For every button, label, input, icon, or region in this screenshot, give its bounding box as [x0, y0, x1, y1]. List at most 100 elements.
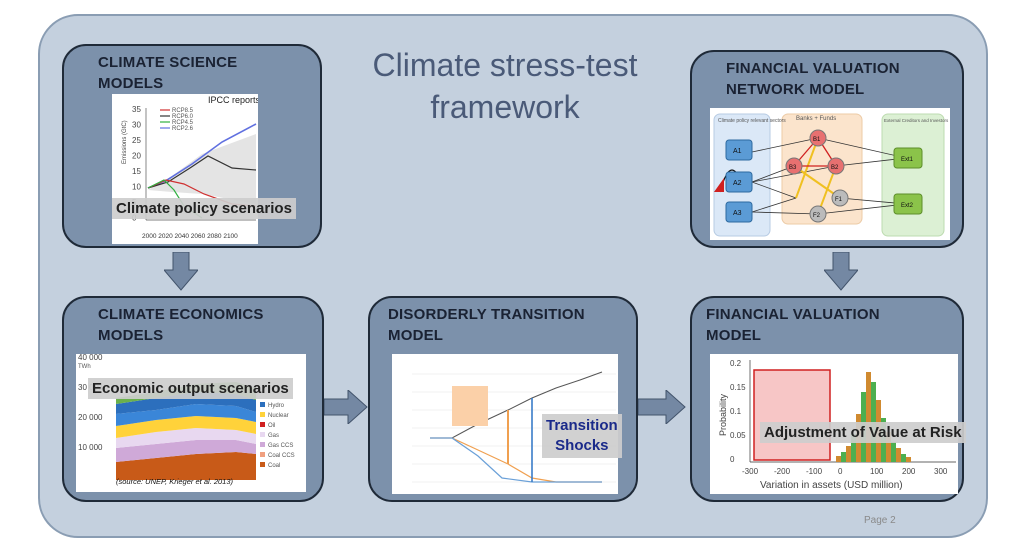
economics-ylabel: TWh	[78, 364, 91, 370]
climate-science-title: CLIMATE SCIENCE MODELS	[98, 54, 238, 92]
bank-node	[831, 189, 849, 207]
sector-node	[725, 139, 753, 161]
value-at-risk-caption: Adjustment of Value at Risk	[760, 422, 966, 443]
emissions-ytick: 15	[132, 167, 141, 176]
emissions-chart-panel: IPCC reports 35302520151050 RCP8.5RCP6.0…	[112, 94, 258, 244]
page-title: Climate stress-test framework	[372, 47, 638, 125]
network-col2-label: Banks + Funds	[796, 116, 836, 122]
valuation-xtick: 0	[838, 467, 843, 476]
emissions-legend-label: RCP4.5	[172, 120, 194, 126]
transition-title: DISORDERLY TRANSITION MODEL	[388, 306, 585, 344]
economics-legend-label: Gas	[268, 433, 279, 439]
arrow-down-right	[824, 252, 858, 291]
valuation-ytick: 0.1	[730, 407, 742, 416]
emissions-xticks: 2000 2020 2040 2060 2080 2100	[142, 233, 238, 240]
transition-box: DISORDERLY TRANSITION MODEL Transition S…	[368, 296, 638, 502]
histogram-bar	[836, 456, 841, 462]
economics-ytick: 40 000	[78, 354, 103, 362]
emissions-ytick: 10	[132, 183, 141, 192]
external-node	[893, 147, 923, 169]
valuation-box: FINANCIAL VALUATION MODEL 0.2 0.15 0.1 0.05…	[690, 296, 966, 502]
valuation-xtick: 300	[934, 467, 948, 476]
histogram-bar	[906, 457, 911, 462]
bank-node	[785, 157, 803, 175]
emissions-ytick: 30	[132, 121, 141, 130]
emissions-ytick: 25	[132, 136, 141, 145]
economics-legend-label: Nuclear	[268, 413, 289, 419]
histogram-bar	[841, 452, 846, 462]
arrow-right-left	[324, 390, 368, 424]
histogram-bar	[846, 446, 851, 462]
valuation-xtick: -200	[774, 467, 791, 476]
valuation-title: FINANCIAL VALUATION MODEL	[706, 306, 880, 344]
arrow-right-mid	[638, 390, 686, 424]
network-col1-label: Climate policy relevant sectors	[718, 118, 786, 124]
economics-ytick: 10 000	[78, 443, 103, 452]
valuation-ytick: 0	[730, 455, 735, 464]
emissions-ytick: 20	[132, 152, 141, 161]
economics-legend-label: Coal	[268, 463, 280, 469]
arrow-down-left	[164, 252, 198, 291]
economics-title: CLIMATE ECONOMICS MODELS	[98, 306, 264, 344]
economics-legend-swatch	[260, 402, 265, 407]
economics-legend-swatch	[260, 412, 265, 417]
economic-output-caption: Economic output scenarios	[88, 378, 293, 399]
valuation-ytick: 0.2	[730, 359, 742, 368]
bank-node	[809, 129, 827, 147]
network-diagram: Climate policy relevant sectors Banks + …	[713, 113, 949, 237]
emissions-legend-label: RCP6.0	[172, 114, 194, 120]
economics-legend-swatch	[260, 422, 265, 427]
emissions-ylabel: Emissions (GtC)	[122, 120, 128, 164]
valuation-ytick: 0.05	[730, 431, 746, 440]
economics-ytick: 20 000	[78, 413, 103, 422]
external-node-label: Ext1	[901, 157, 914, 163]
economics-legend-swatch	[260, 462, 265, 467]
climate-policy-caption: Climate policy scenarios	[112, 198, 296, 219]
economics-legend-swatch	[260, 432, 265, 437]
histogram-bar	[896, 448, 901, 462]
network-panel: Climate policy relevant sectors Banks + …	[710, 108, 950, 240]
sector-node-label: A3	[733, 210, 742, 217]
histogram-bar	[866, 372, 871, 462]
emissions-legend-label: RCP8.5	[172, 108, 194, 114]
valuation-xtick: -300	[742, 467, 759, 476]
economics-legend-label: Oil	[268, 423, 275, 429]
sector-node-label: A1	[733, 148, 742, 155]
economics-source: (source: UNEP, Krieger et al. 2013)	[116, 477, 234, 486]
bank-node-label: F2	[813, 213, 821, 219]
network-model-box: FINANCIAL VALUATION NETWORK MODEL Climat…	[690, 50, 964, 248]
climate-science-box: CLIMATE SCIENCE MODELS IPCC reports 35 30…	[62, 44, 322, 248]
network-model-title: FINANCIAL VALUATION NETWORK MODEL	[726, 60, 900, 98]
emissions-legend-label: RCP2.6	[172, 126, 194, 132]
histogram-bar	[886, 432, 891, 462]
valuation-xlabel: Variation in assets (USD million)	[760, 480, 903, 491]
histogram-bar	[901, 454, 906, 462]
valuation-xtick: -100	[806, 467, 823, 476]
economics-legend-swatch	[260, 442, 265, 447]
sector-node	[725, 201, 753, 223]
valuation-xtick: 100	[870, 467, 884, 476]
external-node	[893, 193, 923, 215]
sector-node	[725, 171, 753, 193]
bank-node	[809, 205, 827, 223]
sector-node-label: A2	[733, 180, 742, 187]
page-number: Page 2	[864, 515, 896, 526]
network-col3-label: External Creditors and Investors	[884, 118, 949, 123]
valuation-xtick: 200	[902, 467, 916, 476]
emissions-chart: IPCC reports 35302520151050 RCP8.5RCP6.0…	[122, 95, 258, 240]
valuation-ytick: 0.15	[730, 383, 746, 392]
ipcc-label: IPCC reports	[208, 95, 258, 105]
bank-node-label: B2	[831, 165, 839, 171]
bank-node-label: B1	[813, 137, 821, 143]
valuation-ylabel: Probability	[718, 393, 728, 436]
economics-legend-label: Hydro	[268, 403, 285, 409]
economics-legend-label: Gas CCS	[268, 443, 293, 449]
histogram-bar	[851, 434, 856, 462]
bank-node-label: F1	[835, 197, 843, 203]
economics-legend-label: Coal CCS	[268, 453, 295, 459]
transition-shocks-caption: Transition Shocks	[542, 414, 622, 458]
external-node-label: Ext2	[901, 203, 914, 209]
emissions-ytick: 35	[132, 105, 141, 114]
